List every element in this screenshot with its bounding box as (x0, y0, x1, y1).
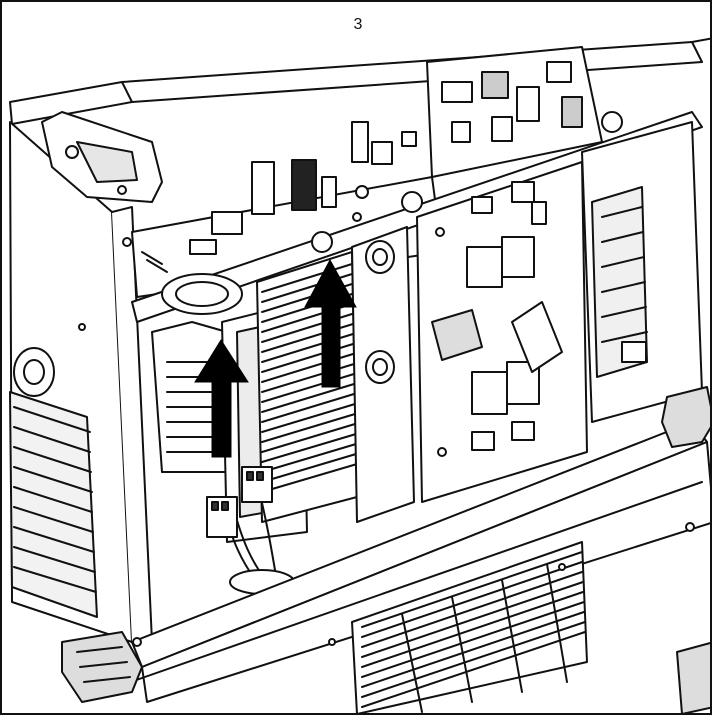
side-knob (13, 347, 55, 397)
right-compartment (581, 121, 703, 423)
casing-top-rim (9, 37, 710, 125)
power-board (416, 161, 588, 503)
arrow-up-icon (194, 339, 249, 458)
front-vent-grille (351, 541, 588, 713)
arrow-up-icon (304, 258, 357, 388)
lift-arrows (194, 258, 357, 458)
carry-handle (41, 111, 163, 203)
base-frame (101, 421, 710, 703)
mounting-panel (351, 226, 415, 523)
step-number: 3 (353, 16, 363, 33)
top-circuit-board (131, 121, 443, 298)
left-vent-grille (9, 391, 98, 618)
corner-feet (61, 386, 710, 713)
screws (78, 237, 695, 647)
upper-right-circuit-board (426, 46, 603, 178)
